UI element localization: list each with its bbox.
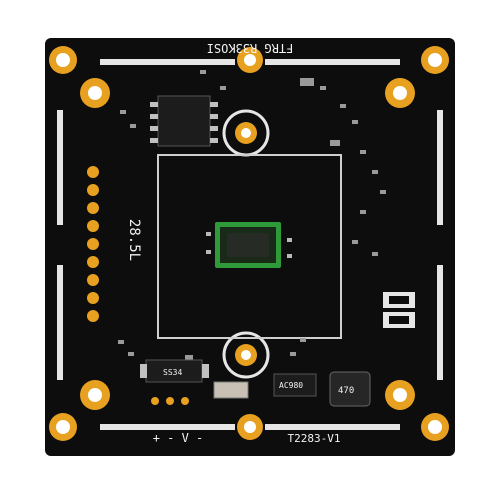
- board-id: T2283-V1: [288, 432, 341, 445]
- inductor-label: 470: [338, 386, 354, 396]
- capacitor: [213, 381, 249, 399]
- lens-mount-holes: [222, 109, 270, 379]
- silkscreen-frame: [57, 59, 443, 430]
- flash-chip: [150, 95, 218, 147]
- diode-label: SS34: [163, 368, 182, 377]
- side-label: 28.5L: [126, 219, 142, 261]
- regulator-label: AC980: [279, 381, 303, 390]
- smd-components: [118, 70, 386, 360]
- lens-area-outline: [157, 154, 342, 339]
- side-connector: [383, 292, 415, 328]
- test-pads-bottom: [151, 397, 189, 405]
- voltage-regulator: AC980: [273, 373, 317, 397]
- mounting-pads: [49, 46, 449, 441]
- image-sensor: [206, 222, 292, 268]
- power-label: + - V -: [153, 431, 204, 445]
- top-label: FTRG R33KOSI: [207, 41, 294, 55]
- diode-ss34: SS34: [140, 359, 209, 383]
- inductor: 470: [329, 371, 371, 407]
- test-pads-left: [87, 166, 99, 322]
